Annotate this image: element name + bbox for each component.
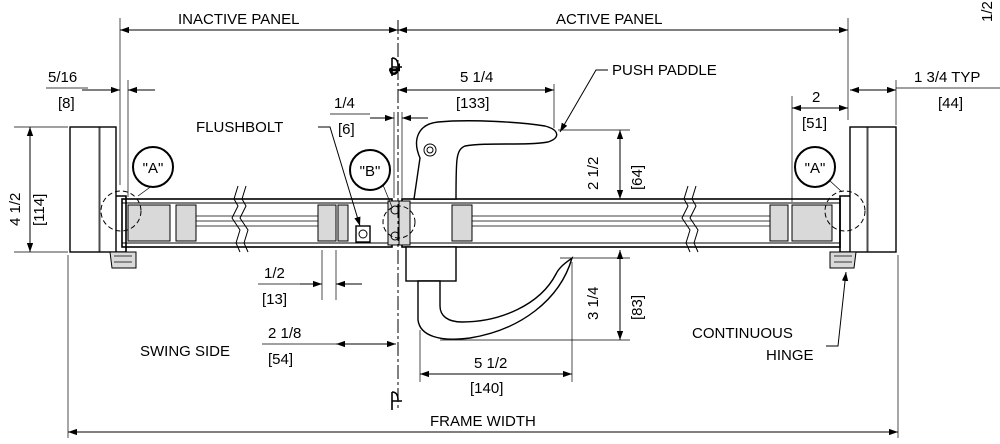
frame-width-label: FRAME WIDTH	[430, 413, 536, 430]
callout-a-right: "A"	[794, 146, 836, 188]
dim-5-1-4-mm: [133]	[456, 95, 489, 112]
door-centerline: ℄	[387, 20, 404, 410]
continuous-hinge-label-group: CONTINUOUS HINGE	[692, 271, 849, 364]
active-panel-label: ACTIVE PANEL	[556, 11, 662, 28]
inactive-door-panel	[121, 185, 393, 253]
callout-a-left: "A"	[132, 146, 174, 188]
detail-b-marker	[382, 205, 416, 239]
callout-a-right-text: "A"	[805, 160, 826, 177]
dim-5-1-4-text: 5 1/4	[460, 69, 493, 86]
dim-2-1-8: 2 1/8 [54] SWING SIDE	[140, 325, 396, 368]
callout-b-text: "B"	[360, 163, 381, 180]
callout-a-left-text: "A"	[143, 160, 164, 177]
dim-1-4-mm: [6]	[338, 121, 355, 138]
dim-2-1-2-mm: [64]	[629, 165, 646, 190]
cut-off-dimension: 1/2	[979, 1, 996, 22]
dim-4-1-2-text: 4 1/2	[7, 193, 24, 226]
dim-1-3-4-text: 1 3/4 TYP	[914, 69, 980, 86]
push-paddle-label-group: PUSH PADDLE	[559, 62, 717, 133]
dim-1-2-mm: [13]	[262, 291, 287, 308]
dim-inactive-panel: INACTIVE PANEL ACTIVE PANEL	[119, 11, 849, 185]
dim-1-2-text: 1/2	[264, 265, 285, 282]
dim-2-1-8-text: 2 1/8	[268, 325, 301, 342]
flushbolt-label-group: FLUSHBOLT	[196, 119, 361, 227]
dim-5-16-text: 5/16	[48, 69, 77, 86]
dim-1-2: 1/2 [13]	[258, 250, 362, 308]
dim-3-1-4-mm: [83]	[629, 295, 646, 320]
dim-5-1-2: 5 1/2 [140]	[419, 262, 573, 397]
dim-1-4-text: 1/4	[334, 95, 355, 112]
push-paddle-device	[413, 120, 558, 200]
dim-2-mm: [51]	[802, 115, 827, 132]
dim-4-1-2-mm: [114]	[31, 194, 48, 226]
dim-2-1-2: 2 1/2 [64]	[558, 129, 646, 200]
continuous-label: CONTINUOUS	[692, 325, 793, 342]
meeting-stiles	[387, 200, 411, 246]
callout-b: "B"	[349, 149, 391, 191]
dim-5-1-2-mm: [140]	[470, 380, 503, 397]
dim-frame-width: FRAME WIDTH	[67, 255, 899, 438]
detail-a-right-marker	[824, 190, 866, 232]
dim-1-4: 1/4 [6]	[330, 95, 428, 198]
dim-3-1-4: 3 1/4 [83]	[440, 250, 646, 341]
dim-1-3-4-mm: [44]	[938, 95, 963, 112]
dim-2-1-2-text: 2 1/2	[585, 157, 602, 190]
swing-side-label: SWING SIDE	[140, 343, 230, 360]
dim-5-1-4: 5 1/4 [133]	[398, 69, 555, 128]
push-paddle-label: PUSH PADDLE	[612, 62, 717, 79]
active-door-panel	[401, 185, 841, 253]
lever-handle	[405, 246, 574, 340]
dim-2-1-8-mm: [54]	[268, 351, 293, 368]
svg-text:℄: ℄	[387, 63, 404, 76]
detail-a-left-marker	[100, 190, 142, 232]
dim-5-16-mm: [8]	[58, 95, 75, 112]
flushbolt-label: FLUSHBOLT	[196, 119, 283, 136]
dim-5-16: 5/16 [8]	[46, 69, 155, 197]
dim-1-3-4: 1 3/4 TYP [44]	[850, 69, 1000, 125]
left-frame-jamb	[69, 126, 137, 269]
hinge-label: HINGE	[766, 347, 814, 364]
inactive-panel-label: INACTIVE PANEL	[178, 11, 299, 28]
dim-4-1-2: 4 1/2 [114]	[7, 126, 68, 253]
dim-5-1-2-text: 5 1/2	[474, 355, 507, 372]
dim-2-text: 2	[812, 89, 820, 106]
cut-off-dimension-text: 1/2	[979, 1, 996, 22]
dim-3-1-4-text: 3 1/4	[585, 287, 602, 320]
dim-2: 2 [51]	[791, 89, 848, 202]
